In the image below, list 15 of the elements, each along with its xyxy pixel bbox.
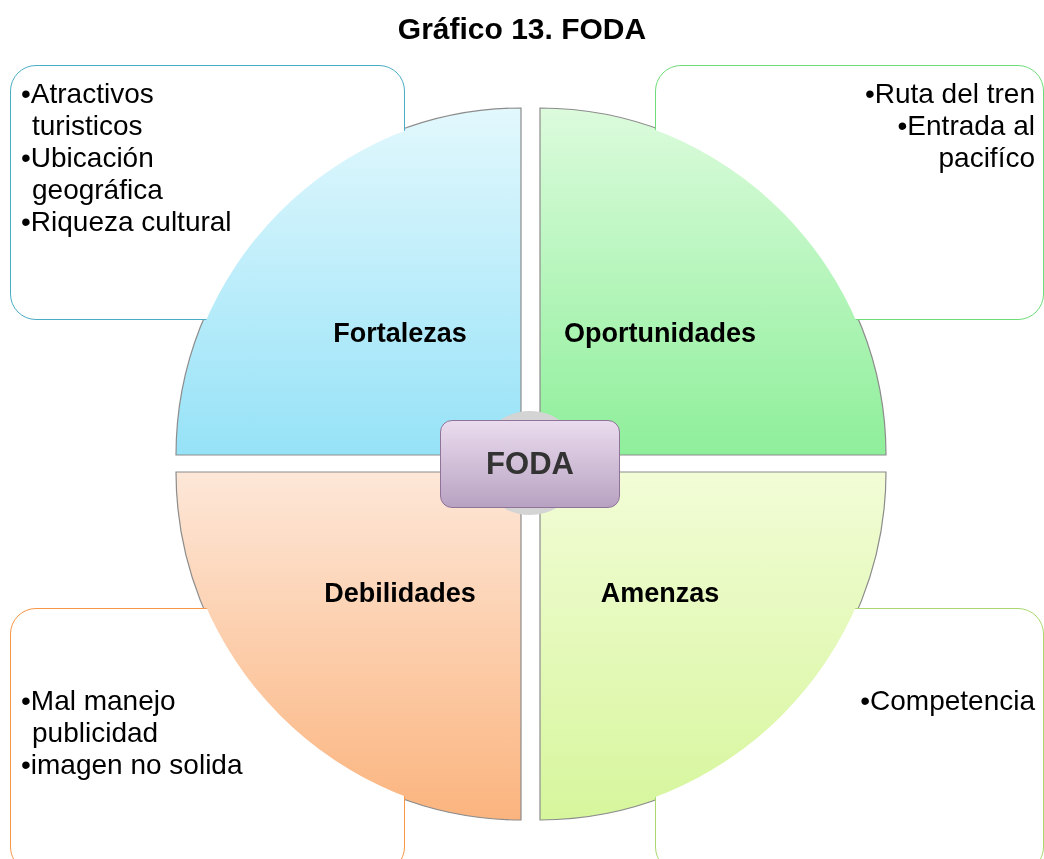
bullet-item: •Riqueza cultural [21,206,233,238]
title: Gráfico 13. FODA [396,12,648,46]
quadrant-label: Oportunidades [564,317,756,349]
bullet-item: •Ruta del tren [863,78,1035,110]
bullet-item: •Competencia [859,685,1035,717]
bullet-item: •Mal manejo publicidad [21,685,177,749]
bullet-item: •Atractivos turisticos [21,78,155,142]
bullet-item: •Entrada al pacifíco [896,110,1035,174]
quadrant-label: Debilidades [324,577,476,609]
bullet-item: •Ubicación geográfica [21,142,164,206]
quadrant-label: Fortalezas [333,317,467,349]
quadrant-label: Amenzas [600,577,720,609]
center-label: FODA [486,446,574,482]
bullet-item: •imagen no solida [21,749,244,781]
center-drawing [440,409,620,517]
